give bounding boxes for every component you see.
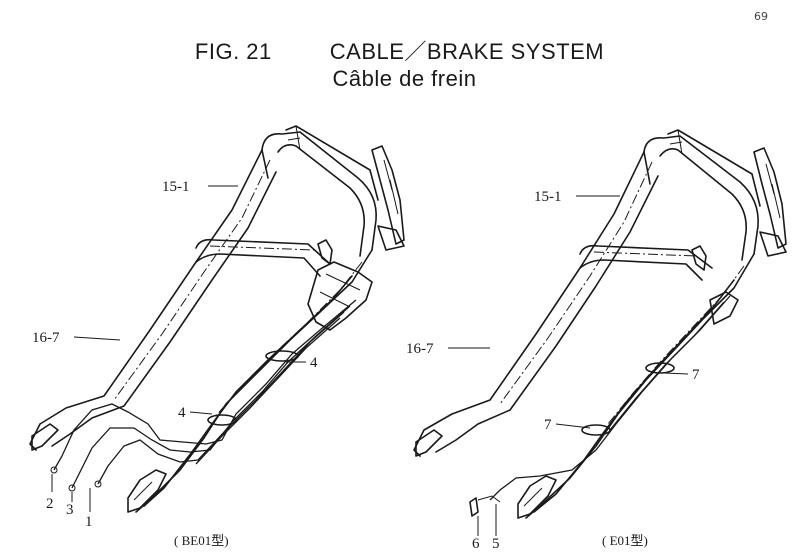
callout-16-7-right: 16-7 [406, 341, 434, 357]
callout-5: 5 [492, 536, 500, 552]
callout-4-lower: 4 [178, 405, 186, 421]
figure-title-french: Câble de frein [332, 66, 477, 91]
callout-7-upper: 7 [692, 367, 700, 383]
callout-3: 3 [66, 502, 74, 518]
callout-6: 6 [472, 536, 480, 552]
callout-7-lower: 7 [544, 417, 552, 433]
right-handle-drawing [413, 129, 787, 519]
left-handle-drawing [29, 125, 405, 513]
callout-2: 2 [46, 496, 54, 512]
callout-16-7-left: 16-7 [32, 330, 60, 346]
figure-title-english: CABLE／BRAKE SYSTEM [329, 39, 605, 64]
figure-number: FIG. 21 [194, 39, 272, 64]
callout-leaders [51, 185, 689, 536]
callout-4-upper: 4 [310, 355, 318, 371]
callout-1: 1 [85, 514, 93, 530]
right-variant-label: ( E01型) [602, 533, 648, 548]
left-variant-label: ( BE01型) [174, 533, 229, 548]
callout-15-1-right: 15-1 [534, 189, 562, 205]
page-number: 69 [754, 10, 768, 23]
figure-title: FIG. 21 CABLE／BRAKE SYSTEM [0, 34, 799, 66]
callout-15-1-left: 15-1 [162, 179, 190, 195]
